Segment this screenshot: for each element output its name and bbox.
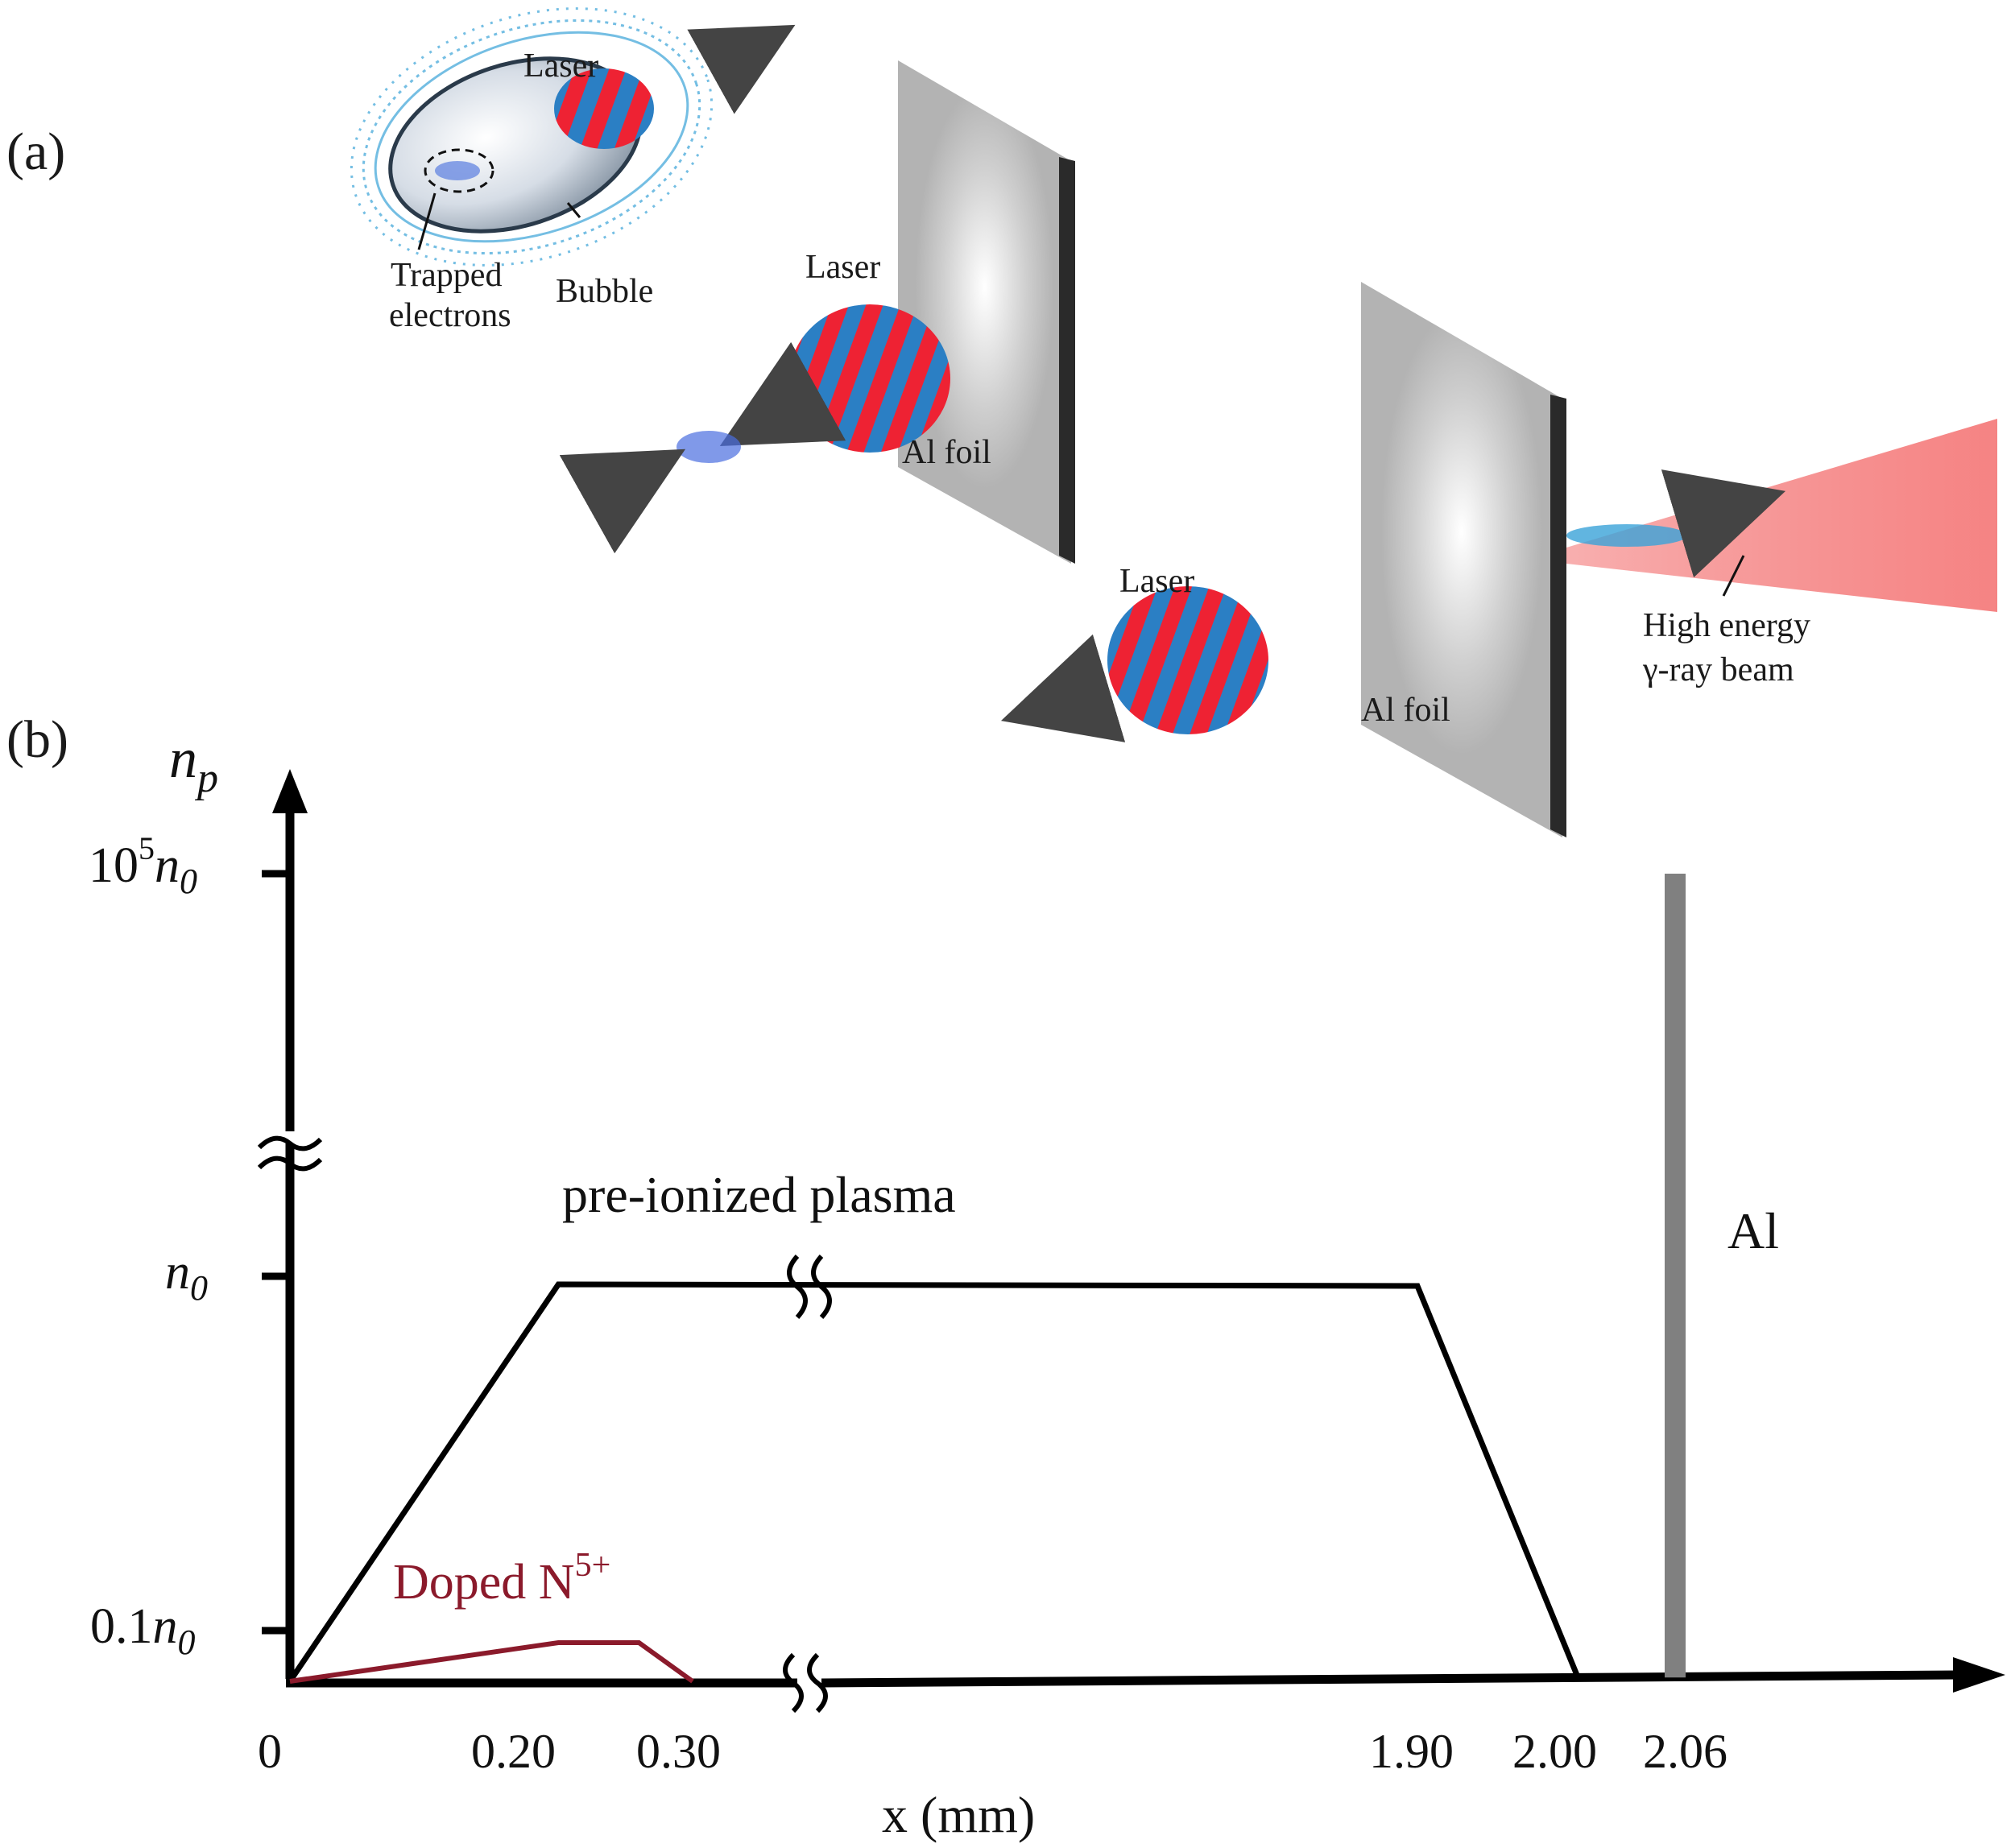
gamma-pointer bbox=[1722, 555, 1745, 597]
gamma-label-1: High energy bbox=[1643, 607, 1810, 644]
laser-label-1: Laser bbox=[523, 48, 598, 85]
series-layer bbox=[288, 873, 1686, 1684]
bubble-pointer bbox=[566, 202, 581, 218]
al-foil-1: Laser Al foil bbox=[559, 60, 1075, 564]
y-tick-n0-n: n bbox=[165, 1245, 190, 1300]
trapped-electrons-circle bbox=[424, 148, 494, 193]
electron-beam bbox=[676, 431, 741, 463]
trapped-pointer bbox=[417, 192, 437, 250]
bubble-label: Bubble bbox=[556, 273, 653, 310]
x-axis-break-2 bbox=[807, 1652, 828, 1714]
panel-a-label: (a) bbox=[6, 122, 65, 181]
y-tick-label-105: 105n0 bbox=[89, 830, 197, 901]
al-foil-2: Laser Al foil High energy γ-ray beam bbox=[1000, 282, 1997, 837]
y-tick-01-n: n bbox=[153, 1599, 178, 1654]
foil-2-edge bbox=[1550, 395, 1566, 837]
gamma-label-2: γ-ray beam bbox=[1642, 651, 1794, 688]
panel-b-label: (b) bbox=[6, 710, 68, 769]
al-label: Al bbox=[1727, 1202, 1779, 1259]
laser-pulse-1 bbox=[554, 68, 654, 149]
gamma-arrow bbox=[1661, 469, 1786, 578]
panel-b: (b) np 105n0 n0 0.1n0 bbox=[6, 710, 2005, 1843]
laser-label-3: Laser bbox=[1119, 563, 1194, 600]
y-axis-name-n: n bbox=[169, 728, 197, 790]
y-axis-break-1 bbox=[257, 1135, 323, 1151]
beam-arrow-1 bbox=[559, 449, 686, 554]
panel-a: (a) Laser Trapped electrons Bubble bbox=[6, 7, 1997, 837]
x-tick-label-020: 0.20 bbox=[471, 1725, 556, 1778]
electron-bunch bbox=[435, 161, 480, 180]
x-axis bbox=[286, 1652, 2005, 1714]
y-tick-01-main: 0.1 bbox=[90, 1599, 153, 1654]
x-tick-label-190: 1.90 bbox=[1369, 1725, 1454, 1778]
foil-1-edge bbox=[1059, 157, 1075, 564]
y-tick-105-main: 10 bbox=[89, 838, 139, 893]
propagation-arrow-1 bbox=[687, 24, 796, 114]
y-tick-n0-sub: 0 bbox=[190, 1268, 208, 1308]
foil-2-face bbox=[1361, 282, 1562, 837]
laser-pulse-3 bbox=[1107, 586, 1268, 734]
y-axis-break-2 bbox=[257, 1156, 323, 1172]
x-axis-break-1 bbox=[783, 1652, 804, 1714]
al-foil-label-1: Al foil bbox=[902, 434, 991, 471]
y-tick-01-sub: 0 bbox=[178, 1623, 196, 1662]
gamma-beam-core bbox=[1566, 524, 1687, 547]
reflect-arrow-2 bbox=[1000, 634, 1126, 742]
y-tick-105-sub: 0 bbox=[180, 862, 197, 901]
y-axis-name: np bbox=[169, 728, 218, 801]
laser-label-2: Laser bbox=[805, 249, 880, 286]
gamma-beam-cone bbox=[1566, 419, 1997, 612]
y-axis-arrow bbox=[272, 769, 308, 813]
foil-1-face bbox=[898, 60, 1071, 564]
doped-label-sup: 5+ bbox=[575, 1547, 611, 1584]
x-tick-label-206: 2.06 bbox=[1643, 1725, 1727, 1778]
y-tick-105-sup: 5 bbox=[139, 830, 155, 866]
x-axis-arrow bbox=[1953, 1657, 2005, 1693]
y-axis-name-sub: p bbox=[194, 755, 218, 801]
series-doped-n5- bbox=[289, 1640, 694, 1684]
y-tick-105-n: n bbox=[155, 838, 180, 893]
reflect-arrow-1 bbox=[719, 341, 846, 446]
plasma-label: pre-ionized plasma bbox=[562, 1166, 956, 1223]
y-axis bbox=[257, 769, 323, 1679]
x-axis-right bbox=[821, 1670, 1958, 1688]
x-tick-label-0: 0 bbox=[258, 1725, 282, 1778]
al-foil-label-2: Al foil bbox=[1361, 692, 1450, 729]
doped-label-main: Doped N bbox=[393, 1555, 575, 1610]
bubble-illustration: Laser Trapped electrons Bubble bbox=[350, 7, 796, 334]
doped-label: Doped N5+ bbox=[393, 1547, 610, 1610]
laser-pulse-2 bbox=[789, 304, 950, 453]
trapped-label-2: electrons bbox=[389, 297, 511, 334]
series-pre-ionized-plasma bbox=[288, 1281, 1582, 1683]
x-tick-label-030: 0.30 bbox=[636, 1725, 721, 1778]
trapped-label-1: Trapped bbox=[391, 257, 502, 294]
y-tick-label-01: 0.1n0 bbox=[90, 1599, 196, 1662]
y-tick-label-n0: n0 bbox=[165, 1245, 208, 1308]
x-tick-label-200: 2.00 bbox=[1512, 1725, 1597, 1778]
x-axis-label: x (mm) bbox=[882, 1786, 1035, 1843]
